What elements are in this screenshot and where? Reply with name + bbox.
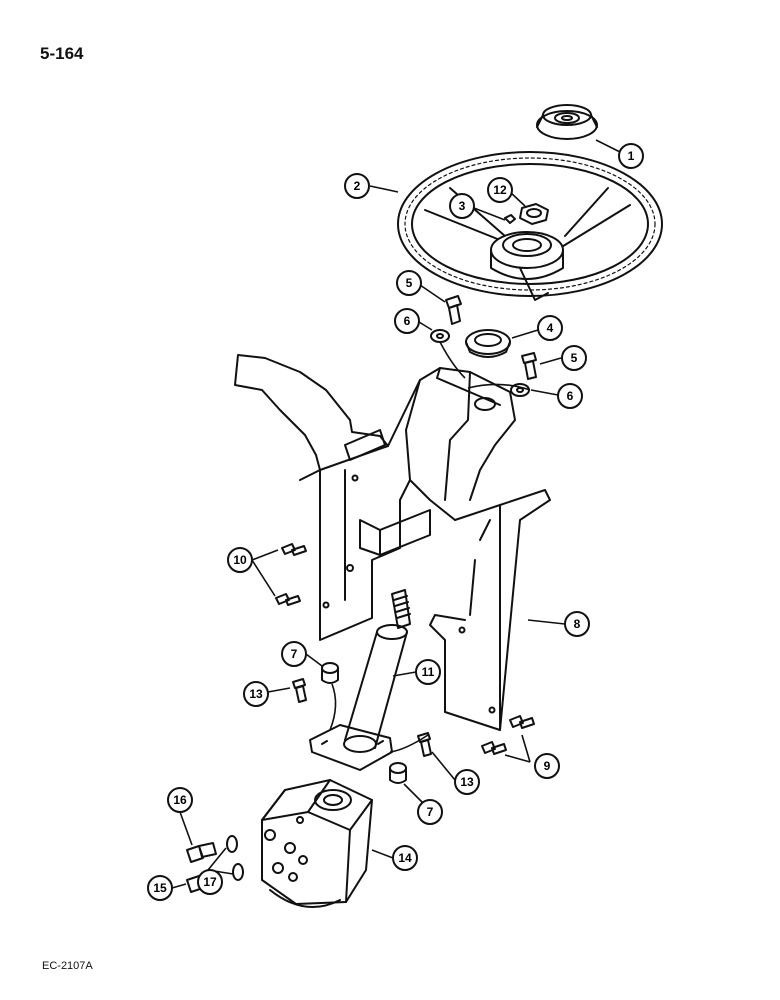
support-bracket-part: [234, 354, 551, 731]
callout-10: 10: [227, 547, 253, 573]
svg-text:1: 1: [628, 149, 635, 163]
callout-9: 9: [534, 753, 560, 779]
callout-1: 1: [618, 143, 644, 169]
callout-13-left: 13: [243, 681, 269, 707]
svg-text:15: 15: [153, 881, 167, 895]
svg-text:7: 7: [291, 647, 298, 661]
o-ring-part: [226, 835, 244, 881]
callout-11: 11: [415, 659, 441, 685]
spacer-part-upper: [321, 662, 339, 684]
fitting-part-upper: [186, 842, 217, 863]
svg-text:4: 4: [547, 321, 554, 335]
nut-part: [519, 203, 549, 225]
callout-2: 2: [344, 173, 370, 199]
leader-lines: [171, 139, 621, 889]
callout-6-upper: 6: [394, 308, 420, 334]
callout-17: 17: [197, 869, 223, 895]
svg-text:16: 16: [173, 793, 187, 807]
svg-text:8: 8: [574, 617, 581, 631]
steering-motor-part: [261, 779, 373, 908]
callout-7-lower: 7: [417, 799, 443, 825]
svg-text:12: 12: [493, 183, 507, 197]
spacer-part-lower: [389, 762, 407, 784]
svg-text:6: 6: [567, 389, 574, 403]
small-washer-part: [504, 214, 516, 224]
callout-8: 8: [564, 611, 590, 637]
callout-15: 15: [147, 875, 173, 901]
steering-wheel-part: [397, 151, 663, 301]
svg-text:13: 13: [249, 687, 263, 701]
svg-text:17: 17: [203, 875, 217, 889]
callout-6-right: 6: [557, 383, 583, 409]
svg-text:2: 2: [354, 179, 361, 193]
svg-text:6: 6: [404, 314, 411, 328]
callout-5-right: 5: [561, 345, 587, 371]
steering-column-part: [309, 589, 411, 771]
bolt-part-right: [521, 352, 537, 380]
horn-button-part: [536, 104, 598, 140]
svg-text:5: 5: [571, 351, 578, 365]
svg-text:13: 13: [460, 775, 474, 789]
callout-14: 14: [392, 845, 418, 871]
bolt-part-9: [481, 715, 535, 755]
bolt-pair-part: [275, 543, 307, 606]
callout-5-upper: 5: [396, 270, 422, 296]
callout-4: 4: [537, 315, 563, 341]
svg-text:3: 3: [459, 199, 466, 213]
page-number: 5-164: [40, 44, 84, 63]
svg-text:11: 11: [422, 665, 435, 679]
callout-3: 3: [449, 193, 475, 219]
callout-13-right: 13: [454, 769, 480, 795]
washer-part-upper: [430, 329, 450, 343]
bolt-part-upper: [445, 295, 462, 325]
svg-text:9: 9: [544, 759, 551, 773]
callout-12: 12: [487, 177, 513, 203]
svg-text:7: 7: [427, 805, 434, 819]
svg-text:5: 5: [406, 276, 413, 290]
cap-screw-part-left: [292, 678, 307, 703]
bushing-part: [465, 329, 511, 358]
svg-text:14: 14: [398, 851, 412, 865]
callout-7-upper: 7: [281, 641, 307, 667]
drawing-code: EC-2107A: [42, 960, 93, 972]
callout-16: 16: [167, 787, 193, 813]
svg-text:10: 10: [233, 553, 247, 567]
